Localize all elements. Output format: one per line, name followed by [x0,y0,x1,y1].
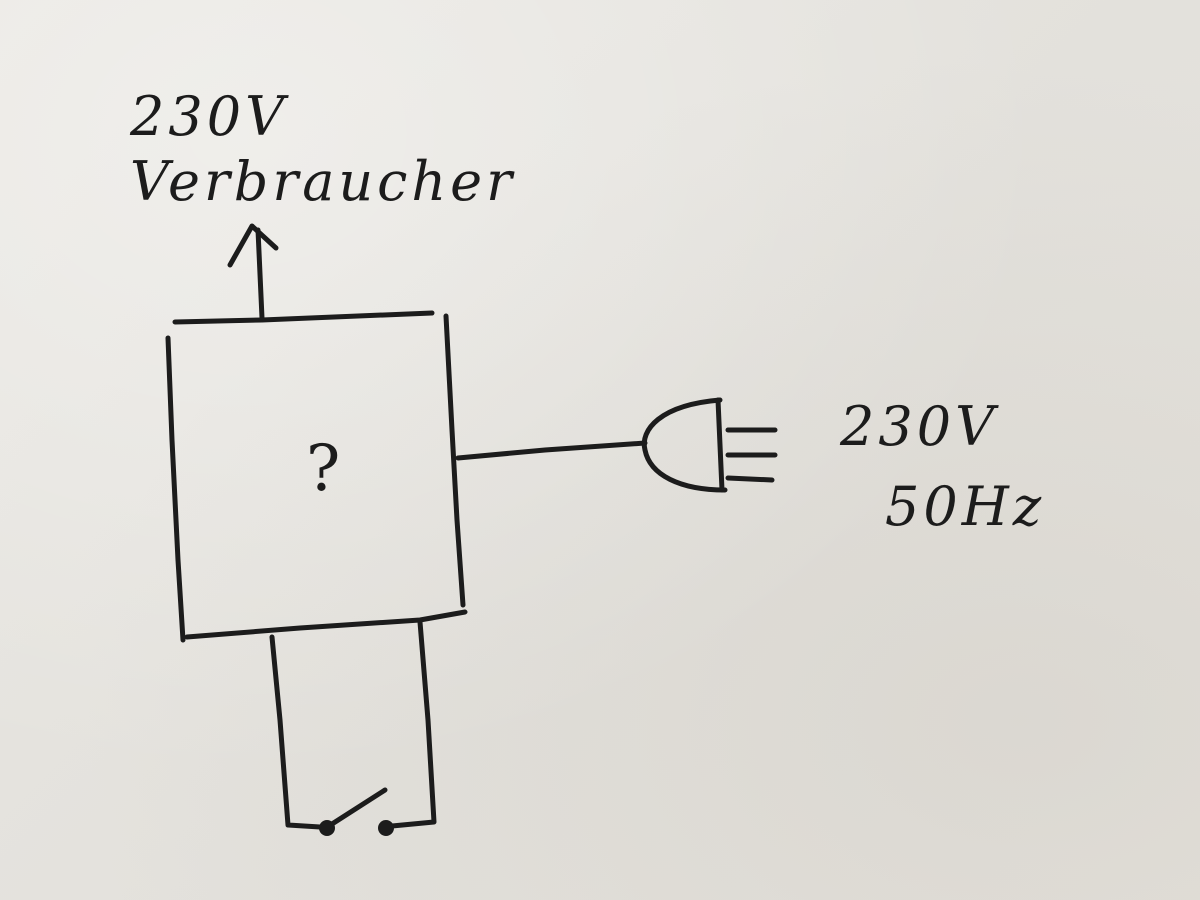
switch-icon [319,787,394,836]
unknown-device-label: ? [306,432,341,506]
load-voltage-label: 230V [130,85,289,148]
supply-cable [455,440,648,461]
switch-loop [269,619,437,830]
load-name-label: Verbraucher [130,150,516,213]
supply-frequency-label: 50Hz [885,475,1046,538]
supply-voltage-label: 230V [840,395,999,458]
plug-icon [641,397,778,493]
output-arrow [227,223,279,321]
